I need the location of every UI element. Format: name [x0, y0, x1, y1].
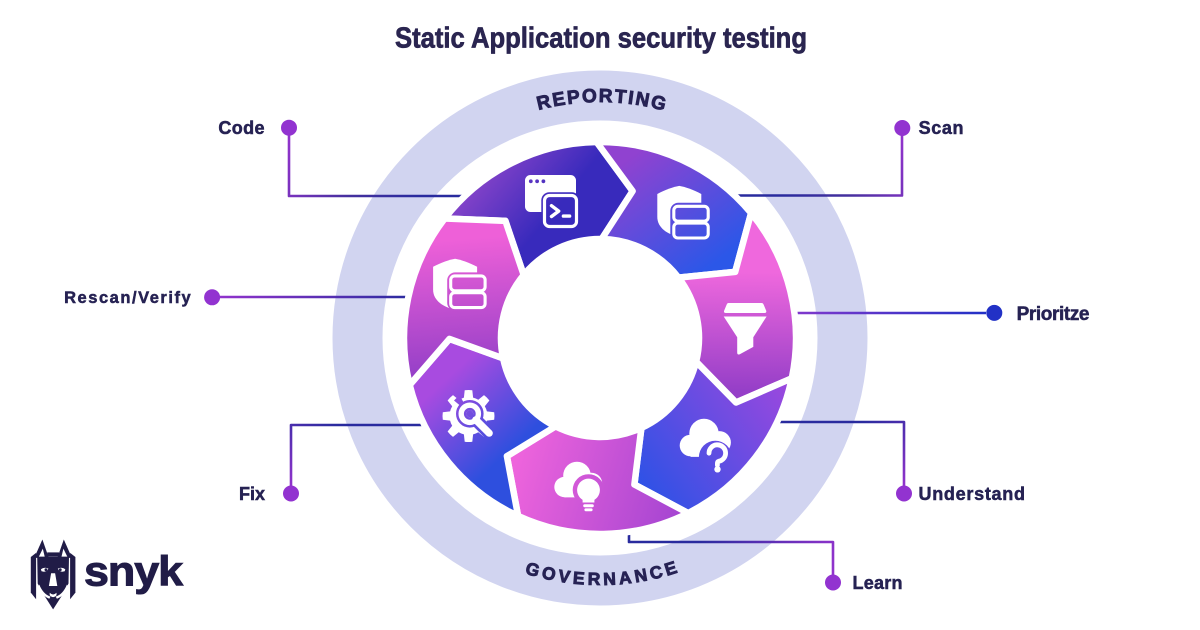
svg-text:snyk: snyk	[84, 548, 184, 595]
svg-text:Fix: Fix	[239, 484, 265, 504]
svg-text:Scan: Scan	[919, 118, 964, 138]
svg-text:Understand: Understand	[919, 484, 1026, 504]
svg-text:Static Application security te: Static Application security testing	[395, 23, 807, 55]
svg-text:Code: Code	[218, 118, 264, 138]
svg-text:Rescan/Verify: Rescan/Verify	[64, 289, 191, 307]
svg-text:Prioritze: Prioritze	[1017, 304, 1090, 325]
svg-text:Learn: Learn	[853, 573, 903, 593]
